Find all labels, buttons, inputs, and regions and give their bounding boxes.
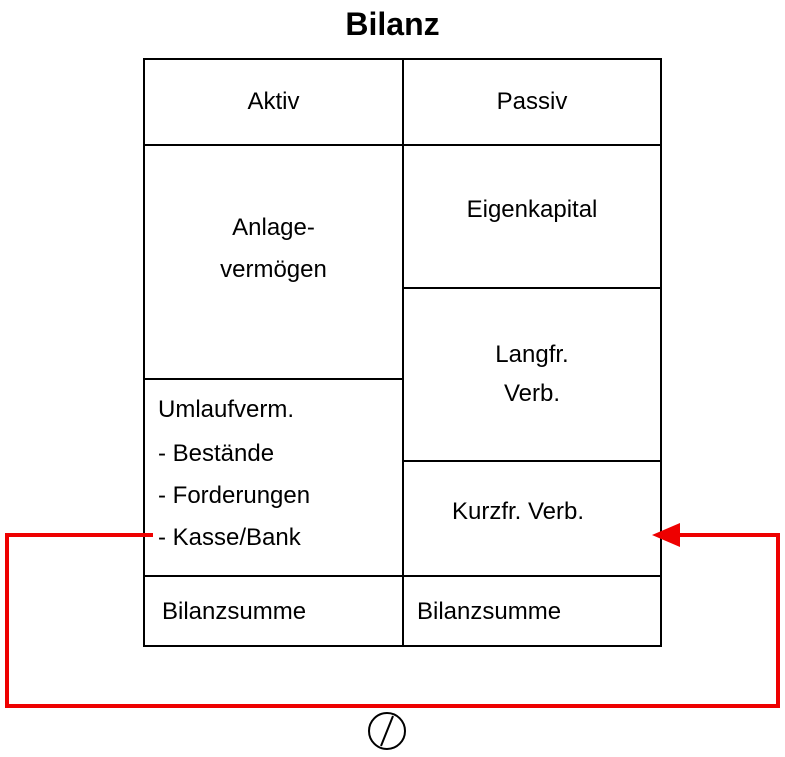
anlage-label-line2: vermögen	[220, 256, 327, 283]
payment-flow-arrow	[5, 523, 780, 708]
langfr-label-line2: Verb.	[503, 380, 561, 407]
eigenkapital-label: Eigenkapital	[466, 196, 598, 223]
flow-arrow-line	[5, 533, 780, 708]
anlage-label-line1: Anlage-	[232, 214, 315, 241]
langfr-label-line1: Langfr.	[495, 341, 569, 368]
umlauf-item-kasse-bank: - Kasse/Bank	[158, 524, 301, 551]
umlauf-item-bestaende: - Bestände	[158, 440, 275, 467]
zero-sum-slash-circle-icon	[368, 712, 406, 750]
kurzfr-label: Kurzfr. Verb.	[451, 498, 585, 525]
arrow-head-icon	[652, 523, 680, 547]
aktiv-header: Aktiv	[247, 88, 300, 115]
diagram-title: Bilanz	[345, 6, 440, 42]
bilanzsumme-right: Bilanzsumme	[417, 598, 562, 625]
passiv-header: Passiv	[496, 88, 568, 115]
umlauf-title: Umlaufverm.	[158, 396, 295, 423]
balance-table-grid	[143, 58, 662, 647]
umlauf-item-forderungen: - Forderungen	[158, 482, 311, 509]
bilanzsumme-left: Bilanzsumme	[162, 598, 307, 625]
